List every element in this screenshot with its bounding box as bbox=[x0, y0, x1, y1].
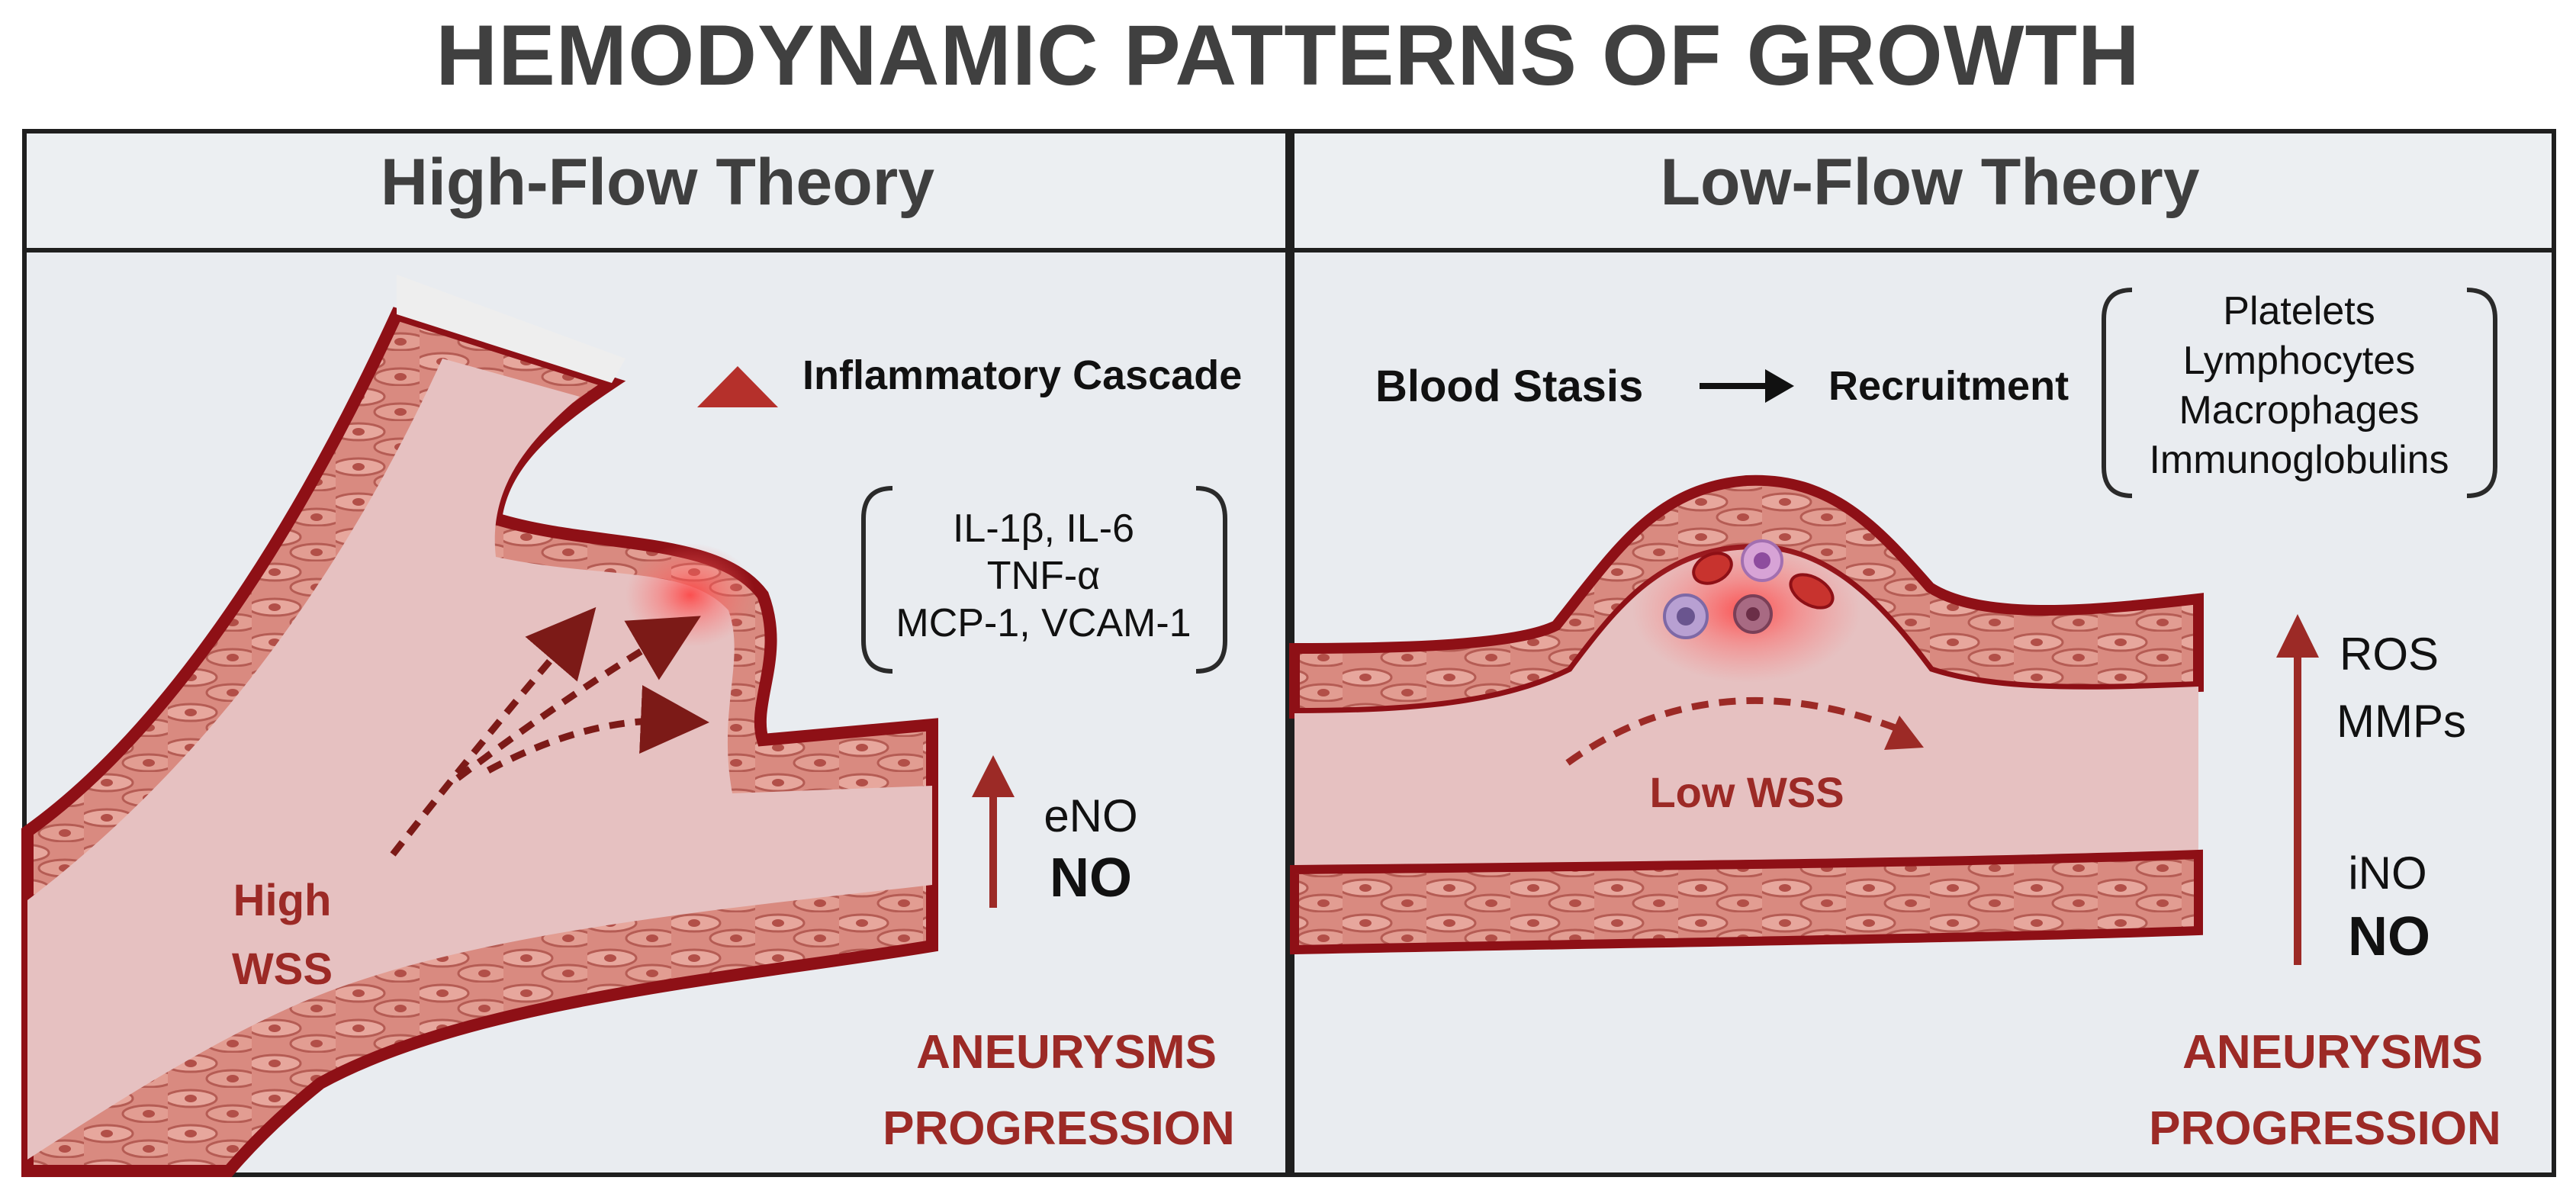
bracket-right bbox=[1195, 486, 1227, 674]
recruitment-label: Recruitment bbox=[1828, 363, 2069, 409]
cells-bracket bbox=[2102, 288, 2497, 498]
inflammatory-cascade-label: Inflammatory Cascade bbox=[802, 352, 1242, 398]
page-title: HEMODYNAMIC PATTERNS OF GROWTH bbox=[436, 8, 2140, 103]
no-increase-arrow-left bbox=[972, 755, 1015, 908]
bracket-left bbox=[861, 486, 893, 674]
flow-arrow-up bbox=[390, 606, 597, 857]
panel-header-left bbox=[22, 129, 1290, 253]
cell-type-4: Immunoglobulins bbox=[2149, 438, 2449, 482]
cell-type-3: Macrophages bbox=[2179, 388, 2419, 433]
outcome-left-line2: PROGRESSION bbox=[883, 1102, 1235, 1155]
red-blood-cell-1 bbox=[1692, 552, 1733, 585]
low-flow-arrow bbox=[1565, 696, 1909, 766]
arrow-head bbox=[972, 755, 1015, 797]
flow-arrows-high bbox=[390, 606, 709, 857]
cytokine-bracket bbox=[861, 486, 1227, 674]
vessel-low-flow bbox=[1289, 474, 2204, 955]
low-wss-label: Low WSS bbox=[1649, 768, 1844, 816]
mmps-label: MMPs bbox=[2336, 696, 2466, 747]
cell-type-2: Lymphocytes bbox=[2183, 339, 2415, 383]
flow-arrow-right bbox=[486, 685, 709, 774]
blood-stasis-label: Blood Stasis bbox=[1375, 362, 1643, 411]
red-blood-cell-2 bbox=[1789, 573, 1835, 610]
flow-arrow-middle bbox=[455, 616, 701, 781]
lower-vessel-wall bbox=[1290, 849, 2203, 955]
stasis-arrow-head bbox=[1765, 369, 1794, 403]
ros-increase-arrow bbox=[2276, 614, 2319, 965]
panel-title-high-flow: High-Flow Theory bbox=[381, 146, 934, 219]
no-label-left: NO bbox=[1050, 848, 1132, 909]
outcome-right-line2: PROGRESSION bbox=[2149, 1102, 2501, 1155]
cells-bracket-right bbox=[2466, 288, 2497, 498]
stasis-arrow bbox=[1700, 369, 1794, 403]
outcome-left-line1: ANEURYSMS bbox=[916, 1026, 1217, 1079]
inflammation-glow bbox=[626, 543, 755, 647]
recruited-cells bbox=[1663, 539, 1835, 639]
cells-bracket-left bbox=[2102, 288, 2133, 498]
vessel-cut-end bbox=[397, 275, 626, 383]
cytokine-line-2: TNF-α bbox=[987, 554, 1100, 598]
outcome-right-line1: ANEURYSMS bbox=[2182, 1026, 2483, 1079]
increase-triangle-icon bbox=[697, 366, 778, 407]
ros-label: ROS bbox=[2340, 629, 2439, 680]
lymphocyte-nucleus bbox=[1754, 552, 1770, 569]
high-wss-label-line1: High bbox=[233, 876, 332, 925]
eno-label: eNO bbox=[1044, 790, 1137, 841]
lumen-low-flow bbox=[1294, 549, 2198, 870]
low-flow-arrowhead bbox=[1884, 716, 1924, 750]
macrophage-nucleus bbox=[1677, 607, 1695, 626]
ros-arrow-head bbox=[2276, 614, 2319, 658]
no-label-right: NO bbox=[2348, 906, 2430, 967]
immune-cell-nucleus bbox=[1746, 607, 1760, 621]
cytokine-line-3: MCP-1, VCAM-1 bbox=[896, 601, 1191, 645]
cell-type-1: Platelets bbox=[2223, 289, 2375, 333]
panel-header-right bbox=[1290, 129, 2556, 253]
cytokine-line-1: IL-1β, IL-6 bbox=[953, 507, 1134, 551]
panel-title-low-flow: Low-Flow Theory bbox=[1660, 146, 2199, 219]
ino-label: iNO bbox=[2348, 848, 2426, 899]
high-wss-label-line2: WSS bbox=[232, 944, 333, 994]
